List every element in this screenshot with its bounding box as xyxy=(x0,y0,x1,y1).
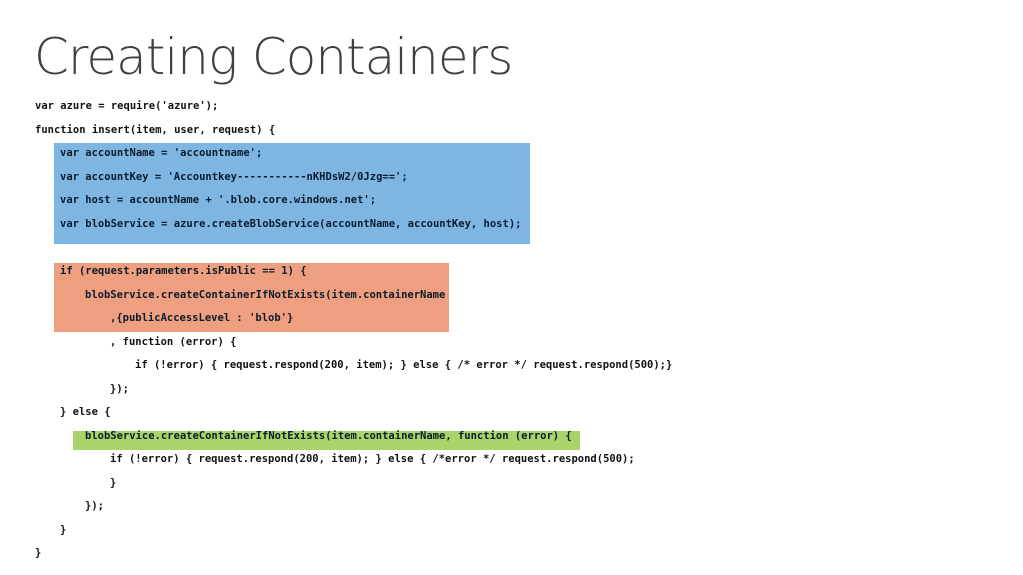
code-line: var accountKey = 'Accountkey-----------n… xyxy=(60,171,408,183)
code-line: ,{publicAccessLevel : 'blob'} xyxy=(110,312,294,324)
code-line: if (!error) { request.respond(200, item)… xyxy=(110,453,635,465)
code-line: }); xyxy=(110,383,129,395)
code-line: blobService.createContainerIfNotExists(i… xyxy=(85,289,446,301)
code-line: } else { xyxy=(60,406,111,418)
code-line: var blobService = azure.createBlobServic… xyxy=(60,218,522,230)
code-line: , function (error) { xyxy=(110,336,237,348)
code-line: } xyxy=(110,477,117,489)
code-line: }); xyxy=(85,500,104,512)
highlight-blue-block xyxy=(54,143,530,244)
code-line: var host = accountName + '.blob.core.win… xyxy=(60,194,377,206)
highlight-orange-block xyxy=(54,263,449,332)
code-line: } xyxy=(60,524,67,536)
code-line: blobService.createContainerIfNotExists(i… xyxy=(85,430,572,442)
code-line: function insert(item, user, request) { xyxy=(35,124,276,136)
code-line: if (!error) { request.respond(200, item)… xyxy=(135,359,673,371)
slide-title: Creating Containers xyxy=(34,28,513,86)
code-line: var accountName = 'accountname'; xyxy=(60,147,263,159)
code-line: } xyxy=(35,547,42,559)
code-line: var azure = require('azure'); xyxy=(35,100,219,112)
code-line: if (request.parameters.isPublic == 1) { xyxy=(60,265,307,277)
highlight-green-line xyxy=(73,431,580,450)
